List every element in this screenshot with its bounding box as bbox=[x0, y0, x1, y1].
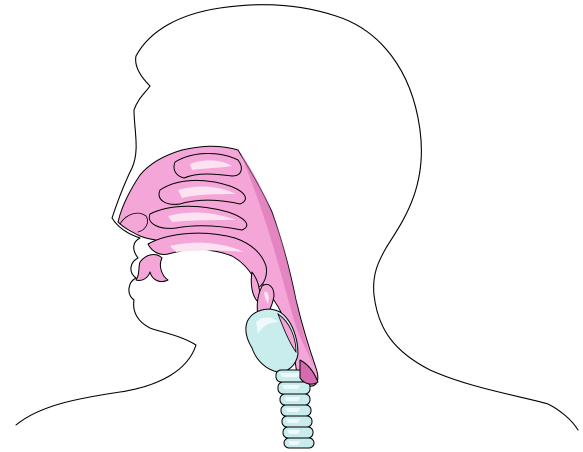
tongue bbox=[136, 255, 168, 282]
